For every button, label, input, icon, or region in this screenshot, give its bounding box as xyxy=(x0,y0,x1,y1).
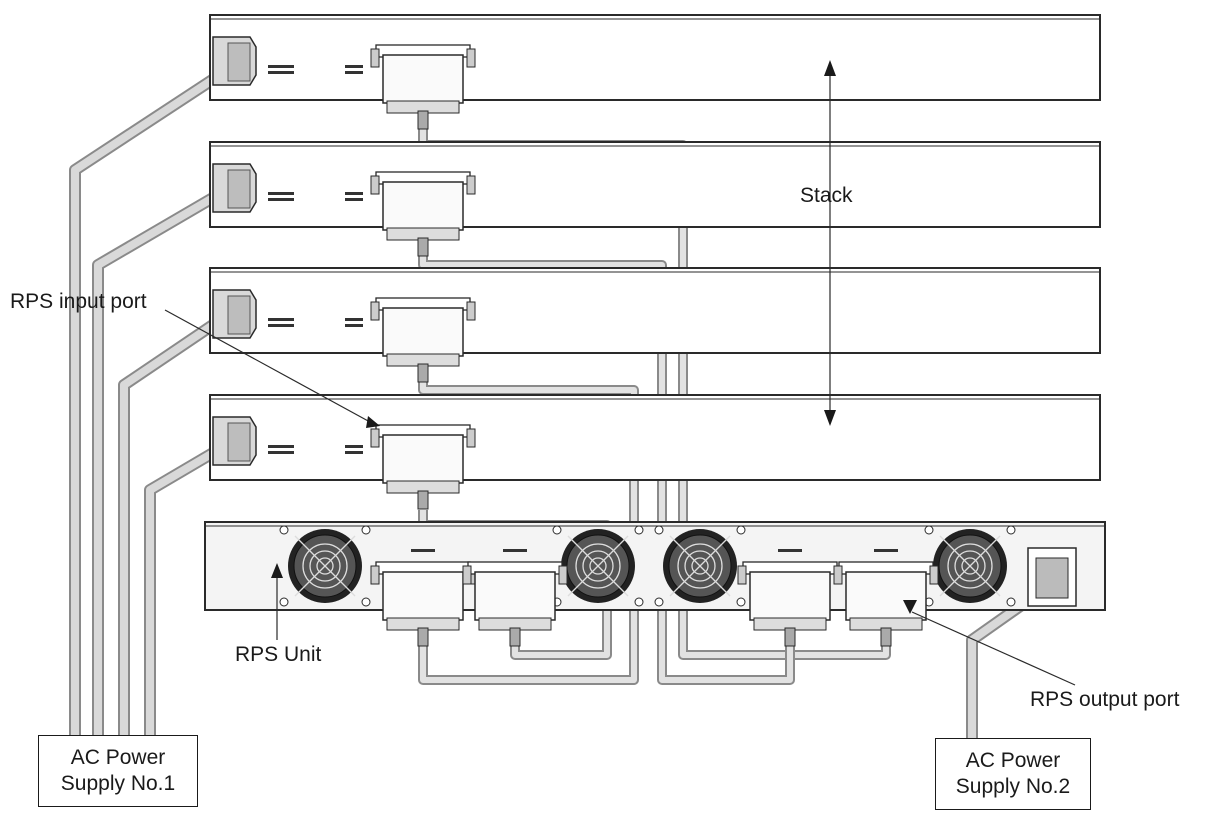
screw-hole xyxy=(552,525,562,535)
rps-output-port-4 xyxy=(833,549,939,647)
ac-plug-4 xyxy=(212,416,257,466)
rps-unit-label: RPS Unit xyxy=(235,643,322,666)
rating-mark xyxy=(268,192,294,195)
switch-chassis xyxy=(209,394,1101,481)
rating-mark xyxy=(268,65,294,68)
dc-mark xyxy=(345,65,363,68)
rps-input-port-2 xyxy=(370,171,476,257)
supply-1-line-1: AC Power xyxy=(70,746,166,769)
dc-mark xyxy=(345,318,363,321)
stack-arrow xyxy=(824,60,836,426)
ac-cord-switch-3 xyxy=(118,305,239,735)
screw-hole xyxy=(279,597,289,607)
ac-plug-1 xyxy=(212,36,257,86)
switch-stack xyxy=(209,14,1101,510)
rating-mark xyxy=(268,198,294,201)
supply-2-line-1: AC Power xyxy=(965,749,1061,772)
screw-hole xyxy=(654,597,664,607)
screw-hole xyxy=(1006,525,1016,535)
ac-power-supply-1: AC Power Supply No.1 xyxy=(38,735,198,807)
screw-hole xyxy=(361,525,371,535)
screw-hole xyxy=(361,597,371,607)
fan-1 xyxy=(279,525,371,607)
dc-mark xyxy=(345,198,363,201)
switch-unit-4 xyxy=(209,394,1101,510)
rps-fans xyxy=(279,525,1016,607)
fan-2 xyxy=(552,525,644,607)
ac-cord-switch-4 xyxy=(144,434,239,735)
port-label-mark xyxy=(874,549,898,552)
dc-mark xyxy=(345,451,363,454)
ac-cord-switch-2 xyxy=(92,179,239,735)
ac-plug-3 xyxy=(212,289,257,339)
rps-output-port-1 xyxy=(370,549,476,647)
supply-1-line-2: Supply No.1 xyxy=(60,772,176,795)
rps-output-port-2 xyxy=(462,549,568,647)
stack-label: Stack xyxy=(800,184,853,207)
rps-output-port-label: RPS output port xyxy=(1030,688,1180,711)
screw-hole xyxy=(736,597,746,607)
dc-mark xyxy=(345,324,363,327)
port-label-mark xyxy=(778,549,802,552)
rating-mark xyxy=(268,318,294,321)
switch-unit-3 xyxy=(209,267,1101,383)
rps-output-port-3 xyxy=(737,549,843,647)
port-label-mark xyxy=(411,549,435,552)
rps-output-port-pointer xyxy=(903,600,1076,686)
screw-hole xyxy=(736,525,746,535)
ac-cord-switch-1 xyxy=(69,59,239,735)
supply-2-line-2: Supply No.2 xyxy=(955,775,1071,798)
rps-input-port-label: RPS input port xyxy=(10,290,147,313)
rps-power-inlet xyxy=(1027,547,1077,607)
screw-hole xyxy=(634,597,644,607)
rps-input-port-4 xyxy=(370,424,476,510)
screw-hole xyxy=(279,525,289,535)
rating-mark xyxy=(268,324,294,327)
screw-hole xyxy=(924,525,934,535)
dc-mark xyxy=(345,71,363,74)
rps-input-port-1 xyxy=(370,44,476,130)
rating-mark xyxy=(268,451,294,454)
rating-mark xyxy=(268,445,294,448)
rps-unit-chassis xyxy=(204,521,1106,647)
ac-plug-2 xyxy=(212,163,257,213)
dc-mark xyxy=(345,445,363,448)
rps-unit-pointer xyxy=(271,563,283,640)
ac-plugs xyxy=(212,36,257,466)
fan-4 xyxy=(924,525,1016,607)
screw-hole xyxy=(654,525,664,535)
switch-unit-1 xyxy=(209,14,1101,130)
ac-power-supply-2: AC Power Supply No.2 xyxy=(935,738,1091,810)
rps-input-port-pointer xyxy=(164,309,380,428)
rating-mark xyxy=(268,71,294,74)
switch-chassis xyxy=(209,141,1101,228)
screw-hole xyxy=(634,525,644,535)
switch-unit-2 xyxy=(209,141,1101,257)
rps-input-port-3 xyxy=(370,297,476,383)
port-label-mark xyxy=(503,549,527,552)
fan-3 xyxy=(654,525,746,607)
screw-hole xyxy=(1006,597,1016,607)
switch-chassis xyxy=(209,14,1101,101)
dc-mark xyxy=(345,192,363,195)
rps-output-ports xyxy=(370,549,939,647)
switch-chassis xyxy=(209,267,1101,354)
